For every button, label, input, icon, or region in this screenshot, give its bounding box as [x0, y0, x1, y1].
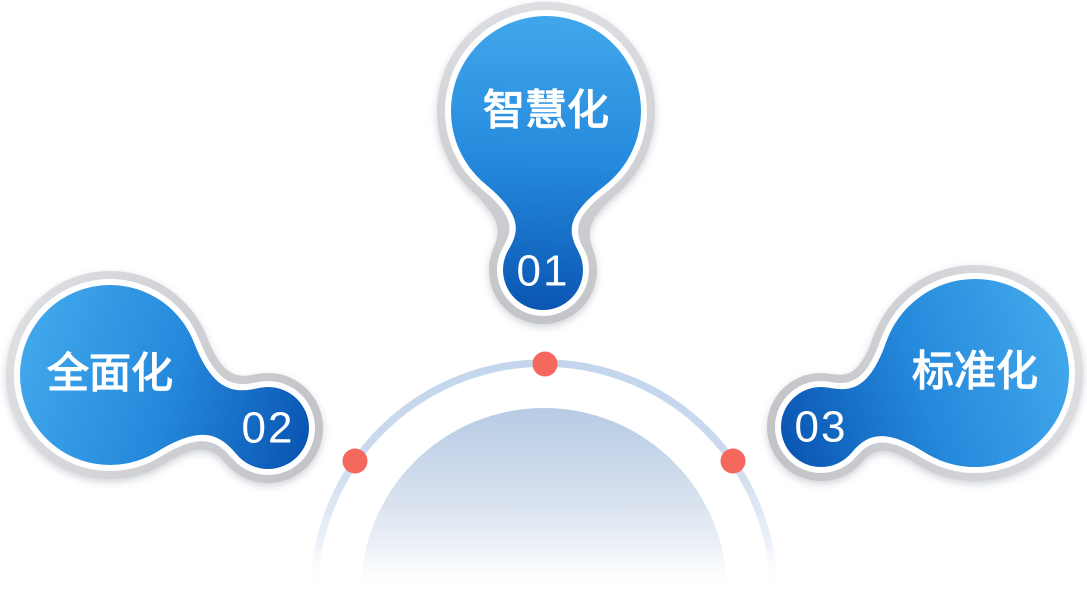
feature-node-standard [766, 265, 1083, 482]
bubble-shape [156, 341, 260, 455]
bubble-shape [20, 285, 200, 465]
orbit-dot-right [720, 448, 746, 474]
node-number-smart: 01 [517, 247, 570, 296]
bubble-shape [485, 184, 604, 252]
node-number-standard: 03 [795, 403, 848, 452]
node-label-smart: 智慧化 [483, 87, 609, 134]
node-number-comprehensive: 02 [242, 404, 295, 453]
bubble-shape [828, 341, 926, 454]
bubble-shape [881, 279, 1069, 467]
feature-node-smart [436, 1, 656, 324]
node-label-standard: 标准化 [912, 348, 1038, 395]
dome-shape [361, 408, 727, 594]
bubble-shape [451, 16, 641, 206]
feature-node-comprehensive [6, 271, 323, 484]
orbit-dot-left [342, 448, 368, 474]
center-orbit-group [310, 351, 778, 594]
orbit-dot-top [532, 351, 558, 377]
node-label-comprehensive: 全面化 [46, 350, 173, 397]
